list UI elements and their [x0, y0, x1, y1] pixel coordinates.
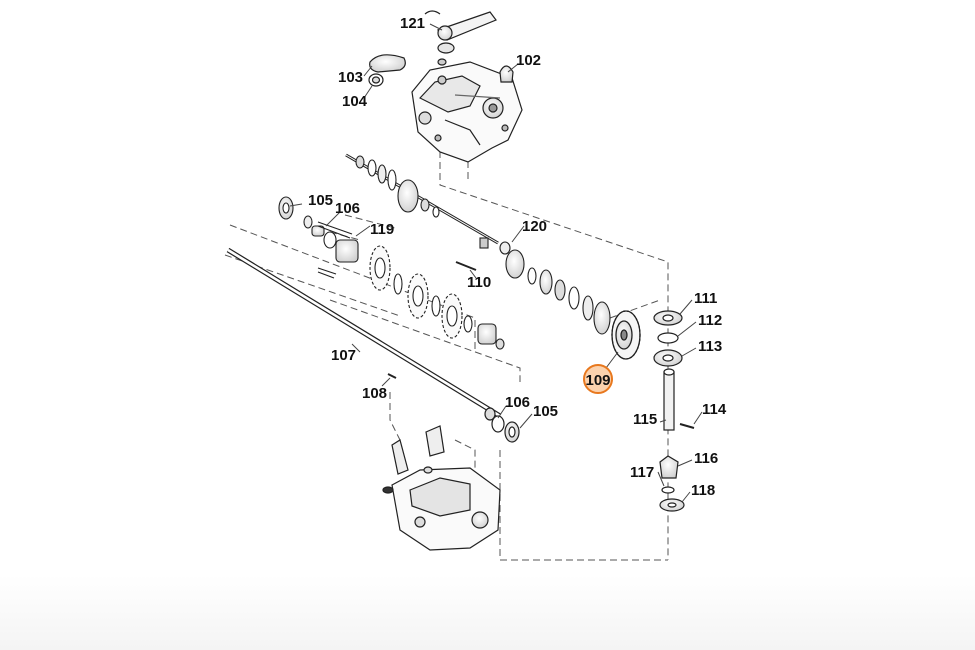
callout-107[interactable]: 107: [331, 347, 357, 364]
callout-115[interactable]: 115: [633, 411, 658, 428]
callout-106-upper[interactable]: 106: [335, 200, 361, 217]
callout-118[interactable]: 118: [691, 482, 716, 499]
pinion-shaft-stack: [653, 310, 685, 512]
callout-116[interactable]: 116: [694, 450, 719, 467]
input-shaft-assembly: [345, 153, 611, 335]
callout-114[interactable]: 114: [702, 401, 727, 418]
keys-and-pins: [317, 221, 695, 429]
callout-leader-lines: [289, 23, 703, 503]
callout-109-highlighted[interactable]: 109: [583, 364, 613, 394]
callout-102[interactable]: 102: [516, 52, 542, 69]
callout-117[interactable]: 117: [630, 464, 655, 481]
callout-104[interactable]: 104: [342, 93, 368, 110]
callout-119[interactable]: 119: [370, 221, 395, 238]
lower-housing-part: [382, 425, 501, 551]
callout-121[interactable]: 121: [400, 15, 426, 32]
callout-105-upper[interactable]: 105: [308, 192, 334, 209]
bottom-fade: [0, 575, 975, 650]
callout-112[interactable]: 112: [698, 312, 723, 329]
callout-103[interactable]: 103: [338, 69, 364, 86]
callout-110[interactable]: 110: [467, 274, 492, 291]
callout-113[interactable]: 113: [698, 338, 723, 355]
callout-120[interactable]: 120: [522, 218, 548, 235]
bevel-gear-109-part: [611, 310, 641, 360]
callout-105-lower[interactable]: 105: [533, 403, 559, 420]
upper-housing-part: [411, 61, 523, 163]
gear-cluster-left: [278, 196, 505, 350]
lever-121-part: [424, 10, 497, 66]
callout-106-lower[interactable]: 106: [505, 394, 531, 411]
small-parts-102-104: [368, 54, 514, 87]
callout-108[interactable]: 108: [362, 385, 388, 402]
shaft-107-part: [226, 247, 520, 443]
callout-111[interactable]: 111: [694, 290, 718, 307]
